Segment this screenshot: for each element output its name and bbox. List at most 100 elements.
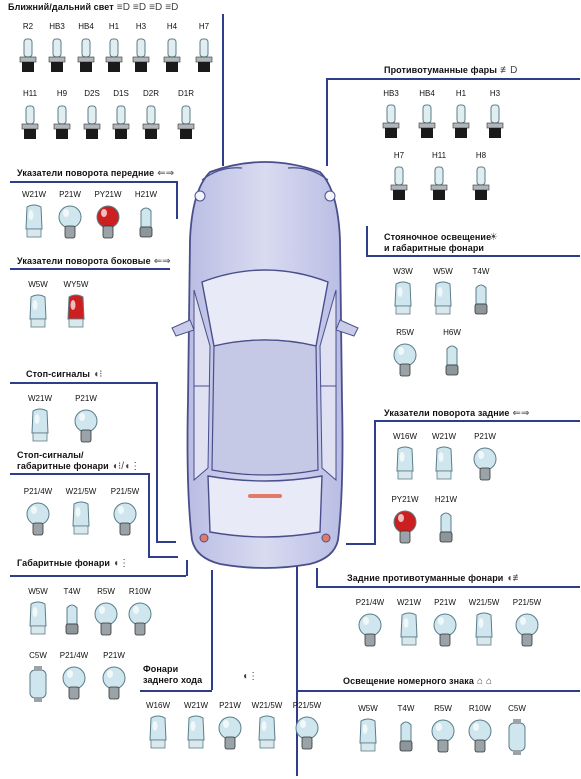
bulb-label: P21/4W [59, 651, 89, 660]
bulb-label: H11 [22, 89, 38, 98]
ball-bulb-icon [218, 716, 242, 750]
bulb-label: P21/5W [512, 598, 542, 607]
connector-line [374, 420, 376, 544]
bulb-label: R10W [468, 704, 492, 713]
plate-title-text: Освещение номерного знака [343, 676, 474, 686]
connector-line [346, 543, 376, 545]
connector-line [10, 268, 170, 270]
bulb-label: W5W [433, 267, 453, 276]
bulb-label: H4 [166, 22, 178, 31]
ball-bulb-icon [473, 447, 497, 481]
parking-lights-title: Габаритные фонари◖⋮ [17, 558, 129, 569]
headlights-title: Ближний/дальний свет≡D ≡D ≡D ≡D [8, 2, 178, 13]
wedge-bulb-icon [187, 715, 205, 749]
halogen-bulb-icon [83, 105, 101, 139]
connector-line [10, 473, 148, 475]
bulb-label: H3 [489, 89, 501, 98]
connector-line [156, 382, 158, 542]
bulb-label: HB4 [419, 89, 435, 98]
turn-signal-icon: ⇐⇒ [512, 408, 530, 419]
wedge-bulb-icon [435, 446, 453, 480]
ball-bulb-icon [393, 510, 417, 544]
bulb-label: P21W [474, 432, 496, 441]
connector-line [366, 255, 580, 257]
connector-line [10, 382, 156, 384]
ball-bulb-icon [94, 602, 118, 636]
ball-bulb-icon [515, 613, 539, 647]
connector-line [211, 570, 213, 690]
bulb-label: H8 [475, 151, 487, 160]
connector-line [326, 78, 580, 80]
parking-light-icon: ◖⋮ [113, 558, 130, 569]
connector-line [148, 473, 150, 557]
ball-bulb-icon [433, 613, 457, 647]
wedge-bulb-icon [31, 408, 49, 442]
bulb-label: W21/5W [468, 598, 500, 607]
halogen-bulb-icon [486, 104, 504, 138]
bulb-label: PY21W [94, 190, 122, 199]
side-turn-title-text: Указатели поворота боковые [17, 256, 151, 266]
stop-parking-title-line1: Стоп-сигналы/ [17, 450, 84, 460]
halogen-bulb-icon [452, 104, 470, 138]
front-turn-title-text: Указатели поворота передние [17, 168, 155, 178]
bulb-label: T4W [472, 267, 490, 276]
connector-line [316, 568, 318, 587]
halogen-bulb-icon [418, 104, 436, 138]
car-illustration [171, 161, 359, 569]
wedge-bulb-icon [29, 294, 47, 328]
bulb-label: P21/5W [292, 701, 322, 710]
bulb-label: W21W [432, 432, 456, 441]
bulb-label: H1 [455, 89, 467, 98]
connector-line [316, 586, 580, 588]
small-bulb-icon [445, 345, 459, 376]
headlights-title-text: Ближний/дальний свет [8, 2, 114, 12]
stop-light-icon: ◖⁝ [93, 369, 103, 380]
halogen-bulb-icon [53, 105, 71, 139]
bulb-label: WY5W [63, 280, 89, 289]
halogen-bulb-icon [77, 38, 95, 72]
stop-parking-title: Стоп-сигналы/ габаритные фонари◖⁝/◖⋮ [17, 450, 140, 472]
connector-line [296, 566, 298, 776]
halogen-bulb-icon [472, 166, 490, 200]
reverse-title: Фонари заднего хода [143, 664, 202, 686]
ball-bulb-icon [74, 409, 98, 443]
connector-line [140, 690, 212, 692]
bulb-label: P21/5W [110, 487, 140, 496]
halogen-bulb-icon [163, 38, 181, 72]
ball-bulb-icon [468, 719, 492, 753]
bulb-label: W21W [184, 701, 208, 710]
reverse-light-icon: ◖⋮ [242, 671, 259, 682]
small-bulb-icon [65, 604, 79, 635]
halogen-bulb-icon [105, 38, 123, 72]
bulb-label: W5W [28, 587, 48, 596]
position-title-line2: и габаритные фонари [384, 243, 485, 253]
halogen-bulb-icon [19, 38, 37, 72]
bulb-label: R5W [434, 704, 452, 713]
bulb-label: H3 [135, 22, 147, 31]
bulb-label: P21/4W [23, 487, 53, 496]
bulb-label: D2R [142, 89, 159, 98]
ball-bulb-icon [26, 502, 50, 536]
halogen-bulb-icon [390, 166, 408, 200]
festoon-bulb-icon [29, 666, 47, 702]
bulb-label: T4W [63, 587, 81, 596]
rear-turn-title-text: Указатели поворота задние [384, 408, 510, 418]
bulb-label: W3W [393, 267, 413, 276]
small-bulb-icon [139, 207, 153, 238]
halogen-bulb-icon [177, 105, 195, 139]
connector-line [176, 181, 178, 219]
bulb-label: H1 [108, 22, 120, 31]
bulb-label: W21/5W [65, 487, 97, 496]
bulb-label: H9 [56, 89, 68, 98]
bulb-label: R5W [396, 328, 414, 337]
connector-line [148, 556, 178, 558]
position-icon: ☀ [486, 232, 498, 243]
ball-bulb-icon [62, 666, 86, 700]
connector-line [10, 181, 176, 183]
ball-bulb-icon [113, 502, 137, 536]
wedge-bulb-icon [25, 204, 43, 238]
bulb-label: C5W [29, 651, 47, 660]
bulb-label: P21W [434, 598, 456, 607]
position-light-icon: ☀ [489, 232, 499, 243]
wedge-bulb-icon [67, 294, 85, 328]
